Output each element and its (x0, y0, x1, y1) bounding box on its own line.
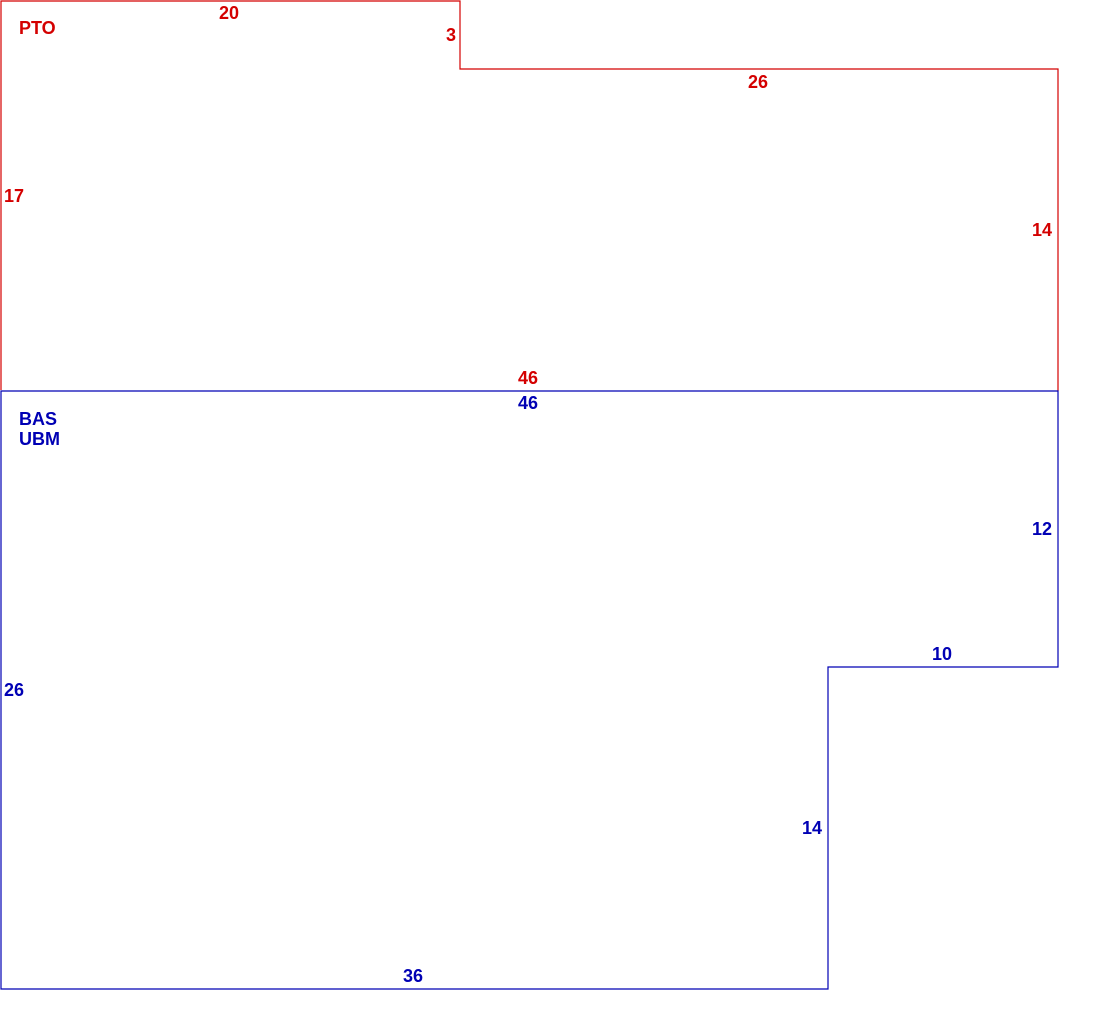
pto-area-label: PTO (19, 18, 56, 38)
bas-dim-bottom: 36 (403, 966, 423, 986)
ubm-area-label: UBM (19, 429, 60, 449)
pto-dim-left: 17 (4, 186, 24, 206)
pto-dim-right: 14 (1032, 220, 1052, 240)
bas-dim-left: 26 (4, 680, 24, 700)
bas-dim-top: 46 (518, 393, 538, 413)
pto-outline (0, 0, 1059, 391)
pto-dim-bottom: 46 (518, 368, 538, 388)
bas-dim-notch-top: 10 (932, 644, 952, 664)
pto-dim-top: 20 (219, 3, 239, 23)
bas-dim-right: 12 (1032, 519, 1052, 539)
bas-outline (0, 390, 1059, 990)
pto-dim-upper-right: 26 (748, 72, 768, 92)
bas-dim-notch-side: 14 (802, 818, 822, 838)
pto-dim-step: 3 (446, 25, 456, 45)
bas-area-label: BAS (19, 409, 57, 429)
